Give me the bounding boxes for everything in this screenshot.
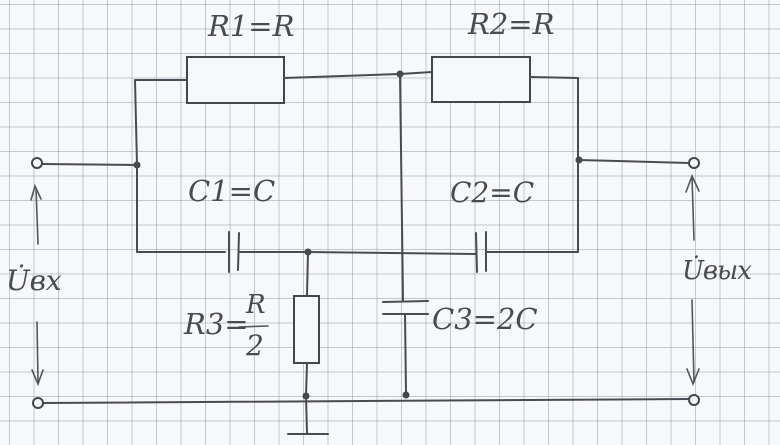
u-in-arrow-down-head	[31, 369, 44, 387]
u-in-arrow-up-shaft	[35, 187, 39, 245]
input-terminal-bottom	[32, 397, 44, 409]
u-out-arrow-down-head	[686, 368, 700, 387]
resistor-r1	[186, 56, 285, 104]
label-c1: C1=C	[188, 174, 276, 208]
label-r3-denominator: 2	[246, 329, 264, 362]
capacitor-c3-plate-a	[382, 300, 429, 303]
r3-upper-lead	[306, 251, 309, 297]
lower-middle-wire	[238, 251, 476, 255]
resistor-r2	[431, 56, 531, 103]
u-out-arrow-down-shaft	[691, 299, 695, 383]
u-in-arrow-up-head	[30, 183, 42, 201]
label-r1: R1=R	[208, 9, 295, 43]
r3-lower-lead	[305, 362, 308, 397]
left-upper-wire	[134, 79, 188, 166]
c3-lower-lead	[404, 313, 407, 394]
label-u-in: U̇вх	[6, 264, 62, 297]
right-upper-wire	[529, 76, 579, 161]
label-c3: C3=2C	[432, 302, 538, 336]
input-terminal-top	[31, 157, 43, 169]
u-out-arrow-up-shaft	[691, 176, 695, 241]
left-lower-wire	[136, 164, 226, 253]
middle-top-wire	[283, 71, 433, 79]
label-c2: C2=C	[450, 176, 535, 209]
ground-rail	[41, 398, 690, 404]
u-out-arrow-up-head	[685, 173, 700, 193]
label-r2: R2=R	[468, 7, 555, 41]
node-c3-ground	[402, 391, 410, 399]
resistor-r3	[293, 295, 320, 364]
output-wire	[578, 159, 690, 164]
label-u-out: U̇вых	[682, 256, 752, 286]
u-in-arrow-down-shaft	[36, 321, 39, 383]
input-wire	[41, 163, 138, 166]
r3-fraction-bar	[238, 325, 269, 328]
capacitor-c2-plate-a	[475, 232, 478, 273]
label-r3-numerator: R	[246, 290, 266, 320]
c3-upper-lead	[399, 73, 404, 301]
output-terminal-top	[688, 157, 700, 169]
right-lower-wire	[485, 159, 579, 253]
output-terminal-bottom	[688, 394, 700, 406]
label-r3: R3=	[184, 307, 249, 341]
